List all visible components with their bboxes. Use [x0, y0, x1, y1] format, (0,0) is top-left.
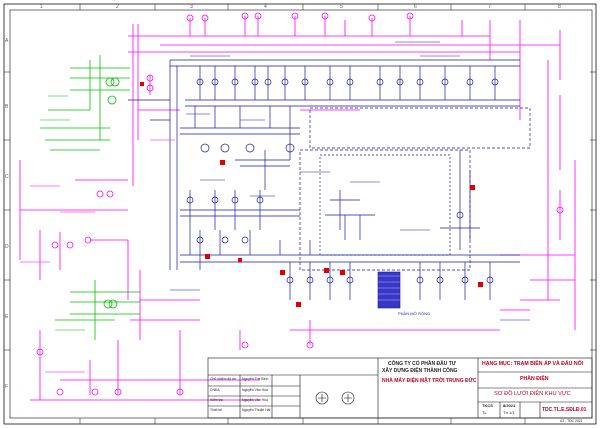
drawing-title: SƠ ĐỒ LƯỚI ĐIỆN KHU VỰC: [494, 391, 571, 397]
grid-ticks: [4, 4, 596, 424]
grid-label-row: D: [5, 244, 9, 250]
footer-code: A3 - TDC 2021: [560, 419, 583, 423]
blue-network: [128, 59, 531, 300]
person-name: Nguyễn Văn Hòa: [242, 398, 268, 402]
grid-label-row: E: [5, 314, 9, 320]
item-title: HẠNG MỤC: TRẠM BIẾN ÁP VÀ ĐẤU NỐI: [482, 361, 584, 367]
grid-label-col: 7: [488, 4, 491, 10]
grid-label-col: 1: [40, 4, 43, 10]
year: 8/2021: [503, 403, 516, 408]
role-label: Thiết kế: [210, 408, 223, 412]
person-name: Nguyễn Văn Hòa: [242, 388, 268, 392]
company-name-line1: CÔNG TY CỔ PHẦN ĐẦU TƯ: [388, 361, 456, 367]
grid-label-row: A: [5, 38, 9, 44]
grid-label-col: 2: [116, 4, 119, 10]
grid-label-col: 6: [414, 4, 417, 10]
sheet-label: Tờ 1/1: [503, 410, 515, 415]
project-name: NHÀ MÁY ĐIỆN MẶT TRỜI TRUNG ĐỨC: [382, 378, 477, 384]
grid-label-col: 3: [190, 4, 193, 10]
scale-label: TL: [482, 410, 487, 415]
person-name: Nguyễn Thế Bình: [242, 377, 269, 381]
highlighted-expansion-block: [377, 271, 401, 309]
grid-label-col: 4: [264, 4, 267, 10]
inner-frame: [9, 9, 593, 419]
annotation-marks-green: [40, 95, 85, 331]
role-label: Kiểm tra: [210, 398, 223, 402]
role-label: Chủ nhiệm đồ án: [210, 377, 236, 381]
company-logo-icon: [315, 391, 355, 405]
grid-label-col: 5: [340, 4, 343, 10]
title-block: [207, 357, 593, 419]
grid-label-col: 8: [558, 4, 561, 10]
red-markers: [140, 82, 483, 307]
annotation-marks-magenta: [20, 139, 175, 373]
discipline: PHẦN ĐIỆN: [520, 376, 549, 382]
role-label: CNĐA: [210, 388, 220, 392]
person-name: Nguyễn Thuận Hải: [242, 408, 271, 412]
grid-label-row: C: [5, 174, 9, 180]
green-network: [40, 55, 140, 340]
expansion-label: PHẦN MỞ RỘNG: [398, 311, 431, 316]
drawing-number: TDC.TL.E.SĐLĐ.01: [542, 407, 587, 413]
tk-label: TKCS: [482, 403, 493, 408]
annotation-marks: [170, 41, 530, 321]
grid-label-row: F: [5, 384, 9, 390]
magenta-network: [19, 12, 576, 401]
outer-frame: [3, 3, 597, 425]
grid-label-row: B: [5, 104, 9, 110]
company-name-line2: XÂY DỰNG ĐIỆN THÀNH CÔNG: [382, 368, 458, 374]
